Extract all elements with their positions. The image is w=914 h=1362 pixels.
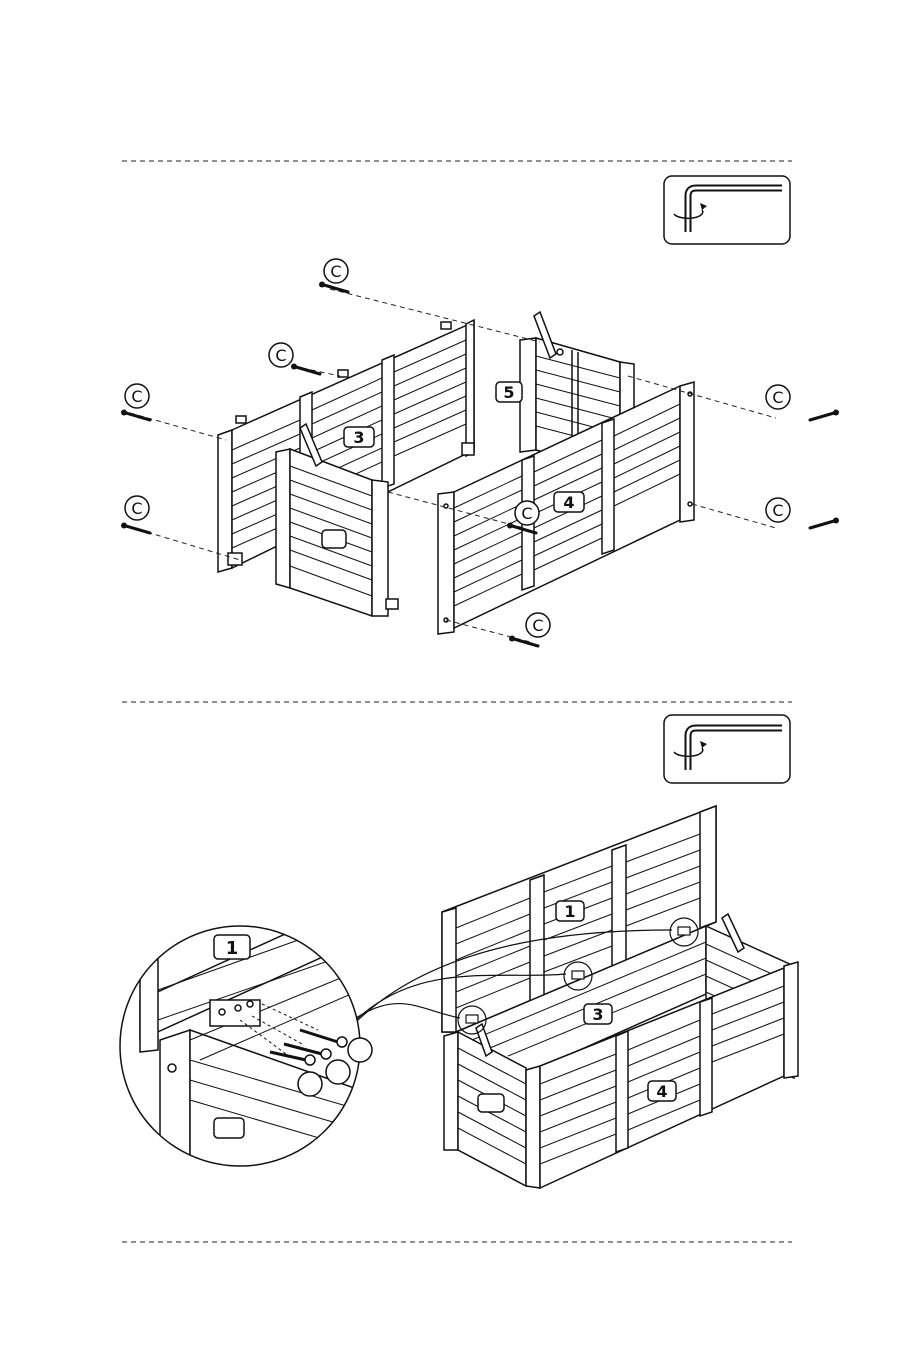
lid-label: 1 — [556, 901, 584, 921]
svg-text:C: C — [131, 499, 142, 518]
svg-text:3: 3 — [592, 1005, 603, 1024]
svg-text:3: 3 — [353, 428, 364, 447]
front-label: 4 — [648, 1081, 676, 1101]
svg-text:C: C — [131, 387, 142, 406]
svg-text:C: C — [532, 616, 543, 635]
allen-key-icon — [664, 715, 790, 783]
panel-4-label: 4 — [554, 492, 584, 512]
svg-text:5: 5 — [503, 383, 514, 402]
panel-5-label: 5 — [496, 382, 522, 402]
svg-text:C: C — [772, 501, 783, 520]
svg-text:1: 1 — [564, 902, 575, 921]
svg-text:4: 4 — [563, 493, 574, 512]
hinge-detail-inset: 1 — [110, 900, 372, 1180]
svg-text:4: 4 — [656, 1082, 667, 1101]
svg-text:1: 1 — [226, 938, 239, 959]
back-label: 3 — [584, 1004, 612, 1024]
svg-text:C: C — [521, 504, 532, 523]
svg-text:C: C — [275, 346, 286, 365]
svg-text:C: C — [772, 388, 783, 407]
allen-key-icon — [664, 176, 790, 244]
svg-text:C: C — [330, 262, 341, 281]
panel-3-label: 3 — [344, 427, 374, 447]
